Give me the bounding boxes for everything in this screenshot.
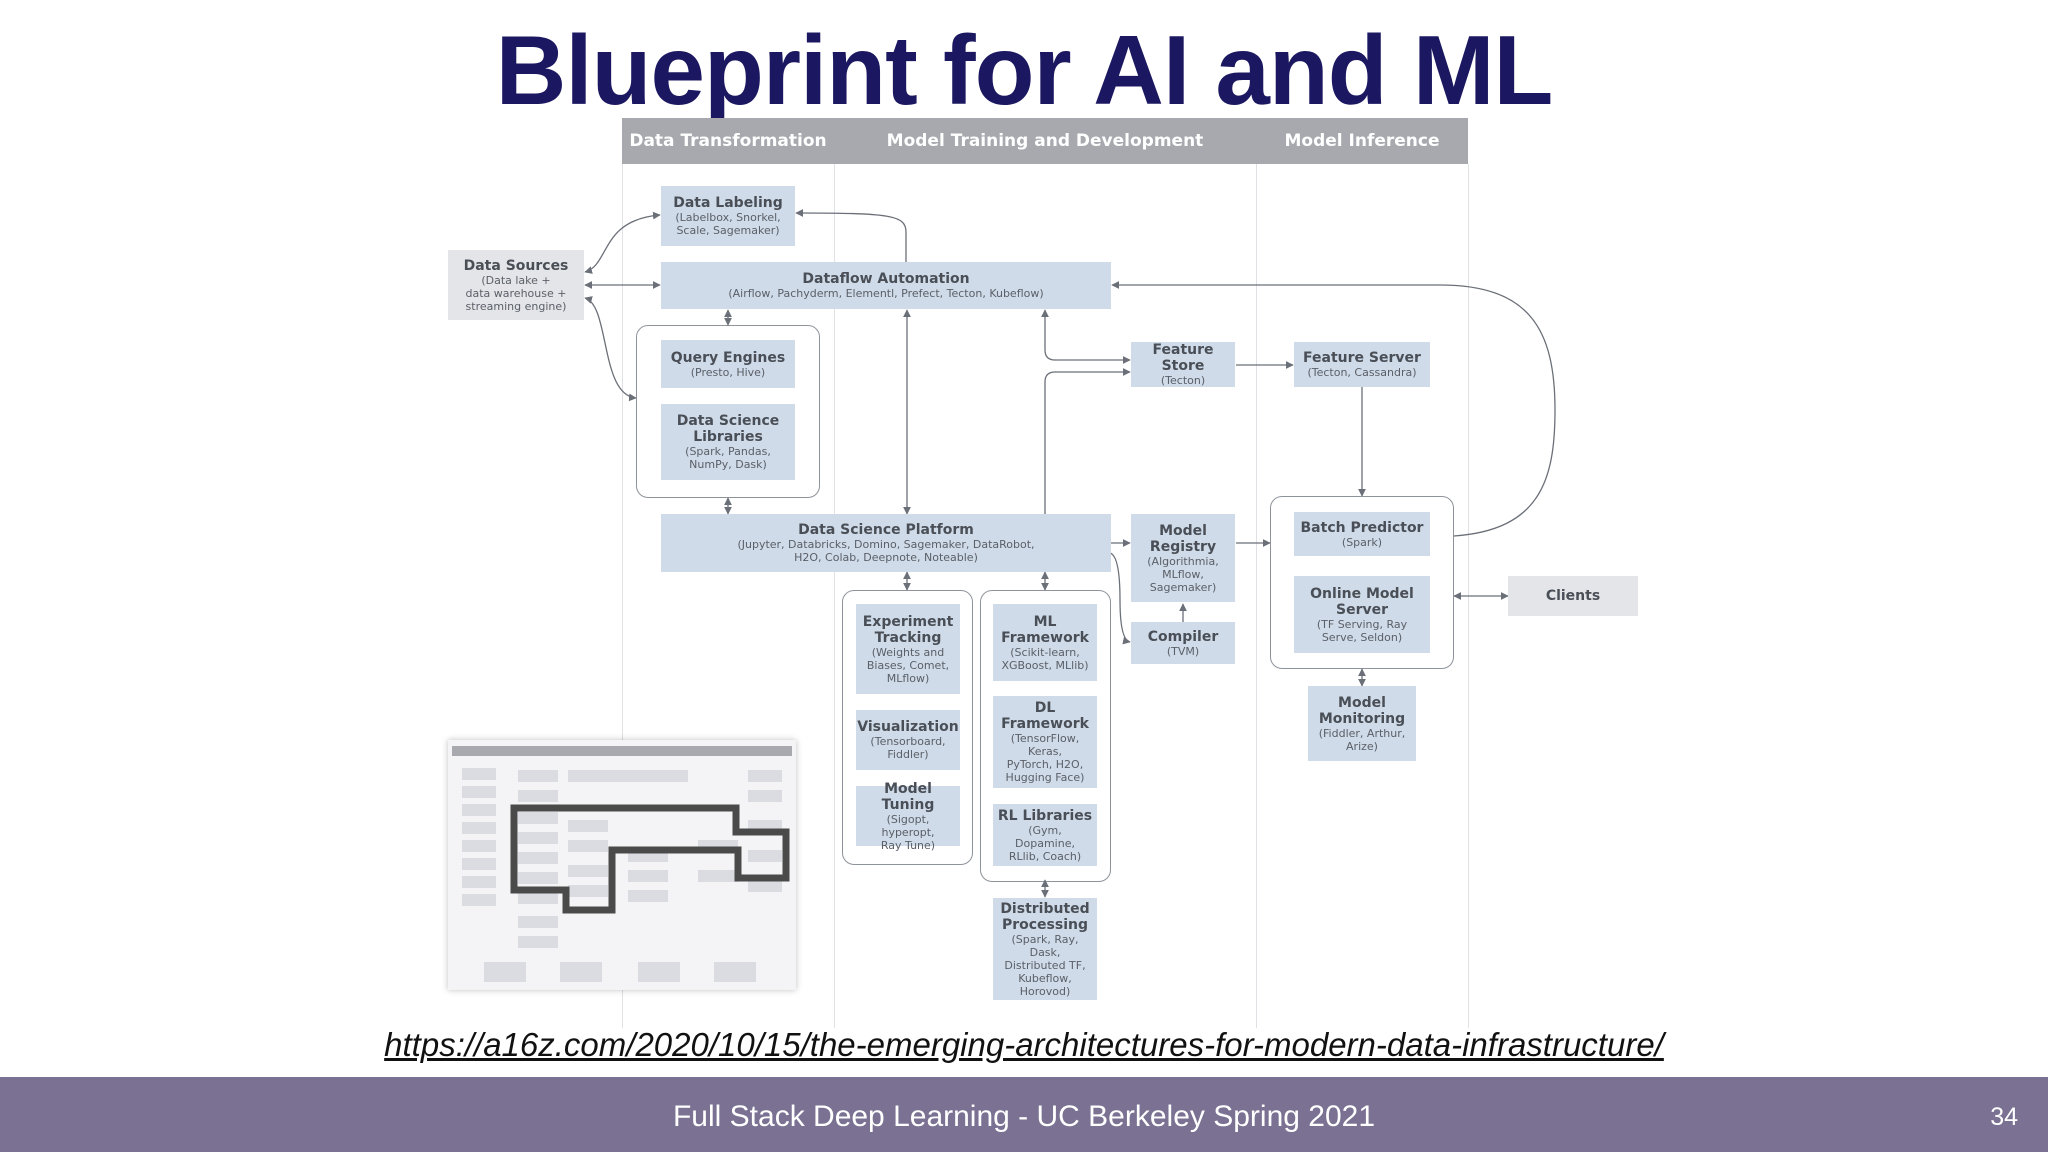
page-number: 34 [1990,1103,2018,1131]
query-engines-title: Query Engines [670,349,786,366]
data-science-libraries-box: Data Science Libraries (Spark, Pandas, N… [661,404,795,480]
data-science-platform-box: Data Science Platform (Jupyter, Databric… [661,514,1111,572]
data-labeling-box: Data Labeling (Labelbox, Snorkel, Scale,… [661,186,795,246]
dl-framework-box: DL Framework (TensorFlow, Keras, PyTorch… [993,696,1097,788]
model-registry-title: Model Registry [1149,522,1217,555]
footer-text: Full Stack Deep Learning - UC Berkeley S… [672,1100,1376,1133]
online-server-title: Online Model Server [1310,585,1414,618]
feature-store-box: Feature Store (Tecton) [1131,342,1235,387]
data-labeling-title: Data Labeling [673,195,783,211]
blueprint-thumbnail-graphic [452,746,792,982]
column-header-data-transformation: Data Transformation [629,131,827,151]
batch-predictor-box: Batch Predictor (Spark) [1294,512,1430,556]
ds-libraries-title: Data Science Libraries [676,413,780,445]
visualization-sub: (Tensorboard, Fiddler) [870,735,946,761]
ds-libraries-sub: (Spark, Pandas, NumPy, Dask) [685,445,771,471]
compiler-title: Compiler [1147,628,1219,645]
data-labeling-sub: (Labelbox, Snorkel, Scale, Sagemaker) [675,211,781,237]
footer-bar: Full Stack Deep Learning - UC Berkeley S… [0,1077,2048,1152]
feature-server-sub: (Tecton, Cassandra) [1307,366,1417,379]
ds-platform-sub: (Jupyter, Databricks, Domino, Sagemaker,… [737,538,1035,564]
clients-box: Clients [1508,576,1638,616]
model-registry-box: Model Registry (Algorithmia, MLflow, Sag… [1131,514,1235,602]
distributed-sub: (Spark, Ray, Dask, Distributed TF, Kubef… [1004,932,1086,998]
column-header-bar [622,118,1468,164]
query-engines-box: Query Engines (Presto, Hive) [661,340,795,388]
slide-title: Blueprint for AI and ML [495,15,1554,125]
column-header-model-inference: Model Inference [1284,131,1440,151]
rl-libraries-sub: (Gym, Dopamine, RLlib, Coach) [1008,823,1082,863]
dl-framework-sub: (TensorFlow, Keras, PyTorch, H2O, Huggin… [1005,732,1085,784]
rl-libraries-title: RL Libraries [997,807,1093,824]
ds-platform-title: Data Science Platform [798,522,974,538]
column-divider [834,164,835,1028]
column-divider [622,164,623,1028]
dataflow-sub: (Airflow, Pachyderm, Elementl, Prefect, … [728,287,1044,300]
column-divider [1256,164,1257,1028]
feature-store-sub: (Tecton) [1160,374,1206,387]
online-model-server-box: Online Model Server (TF Serving, Ray Ser… [1294,576,1430,653]
data-sources-title: Data Sources [463,257,569,274]
model-tuning-title: Model Tuning [881,780,935,813]
distributed-title: Distributed Processing [1000,900,1090,933]
experiment-tracking-box: Experiment Tracking (Weights and Biases,… [856,604,960,694]
dataflow-title: Dataflow Automation [802,271,970,287]
compiler-box: Compiler (TVM) [1131,622,1235,664]
ml-framework-title: ML Framework [1001,613,1089,646]
model-monitoring-sub: (Fiddler, Arthur, Arize) [1318,726,1406,753]
dataflow-automation-box: Dataflow Automation (Airflow, Pachyderm,… [661,262,1111,309]
model-monitoring-box: Model Monitoring (Fiddler, Arthur, Arize… [1308,686,1416,761]
blueprint-thumbnail [448,740,796,990]
compiler-sub: (TVM) [1166,644,1200,658]
ml-framework-box: ML Framework (Scikit-learn, XGBoost, MLl… [993,604,1097,681]
query-engines-sub: (Presto, Hive) [690,365,766,379]
source-url-link[interactable]: https://a16z.com/2020/10/15/the-emerging… [384,1026,1664,1063]
data-sources-sub: (Data lake + data warehouse + streaming … [465,273,567,313]
visualization-title: Visualization [857,719,959,735]
ml-framework-sub: (Scikit-learn, XGBoost, MLlib) [1001,645,1089,672]
column-header-model-training: Model Training and Development [886,131,1204,151]
distributed-processing-box: Distributed Processing (Spark, Ray, Dask… [993,898,1097,1000]
visualization-box: Visualization (Tensorboard, Fiddler) [856,710,960,770]
batch-predictor-sub: (Spark) [1341,535,1383,549]
feature-server-title: Feature Server [1303,350,1421,366]
model-tuning-sub: (Sigopt, hyperopt, Ray Tune) [880,812,936,852]
batch-predictor-title: Batch Predictor [1300,519,1424,536]
feature-server-box: Feature Server (Tecton, Cassandra) [1294,342,1430,387]
dl-framework-title: DL Framework [1001,700,1089,732]
model-monitoring-title: Model Monitoring [1318,694,1406,727]
model-tuning-box: Model Tuning (Sigopt, hyperopt, Ray Tune… [856,781,960,852]
experiment-tracking-title: Experiment Tracking [862,613,954,646]
experiment-tracking-sub: (Weights and Biases, Comet, MLflow) [866,645,950,685]
data-sources-box: Data Sources (Data lake + data warehouse… [448,250,584,320]
online-server-sub: (TF Serving, Ray Serve, Seldon) [1316,617,1408,644]
model-registry-sub: (Algorithmia, MLflow, Sagemaker) [1147,554,1219,594]
feature-store-title: Feature Store [1152,342,1214,374]
clients-title: Clients [1545,588,1601,604]
rl-libraries-box: RL Libraries (Gym, Dopamine, RLlib, Coac… [993,804,1097,866]
